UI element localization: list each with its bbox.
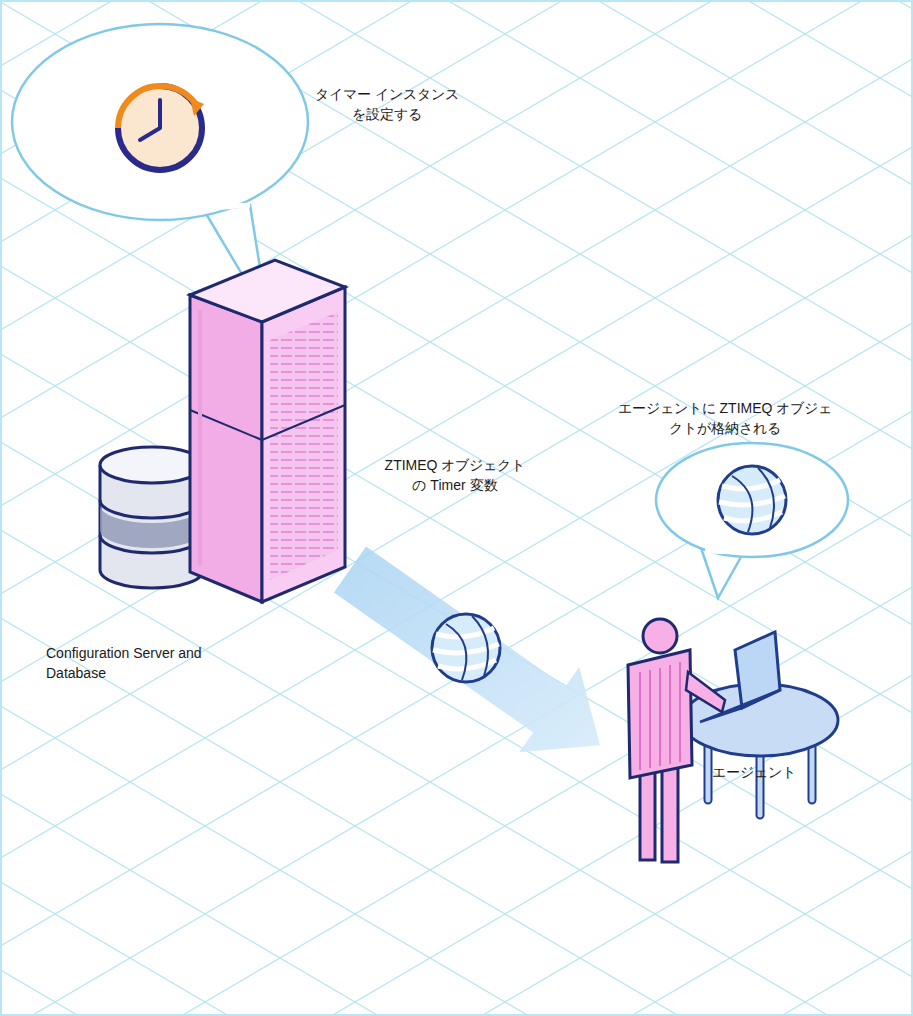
callout-bubble [656,443,848,598]
database-symbol [100,447,204,588]
clock-icon [118,86,204,170]
server-tower [190,260,345,602]
desk-with-laptop [682,632,838,815]
edge-label: ZTIMEQ オブジェクト の Timer 変数 [380,455,530,496]
data-object-globe [718,466,786,534]
node-label: エージェント [712,762,832,782]
server-node: Configuration Server and Database [40,250,350,700]
data-flow-arrow [334,547,600,753]
agent-person [628,619,725,862]
agent-node: エージェント [600,580,850,870]
callout-text: エージェントに ZTIMEQ オブジェクトが格納される [614,398,836,439]
data-object-globe [432,614,500,682]
callout-text: タイマー インスタンスを設定する [312,84,462,125]
node-label: Configuration Server and Database [46,643,206,684]
